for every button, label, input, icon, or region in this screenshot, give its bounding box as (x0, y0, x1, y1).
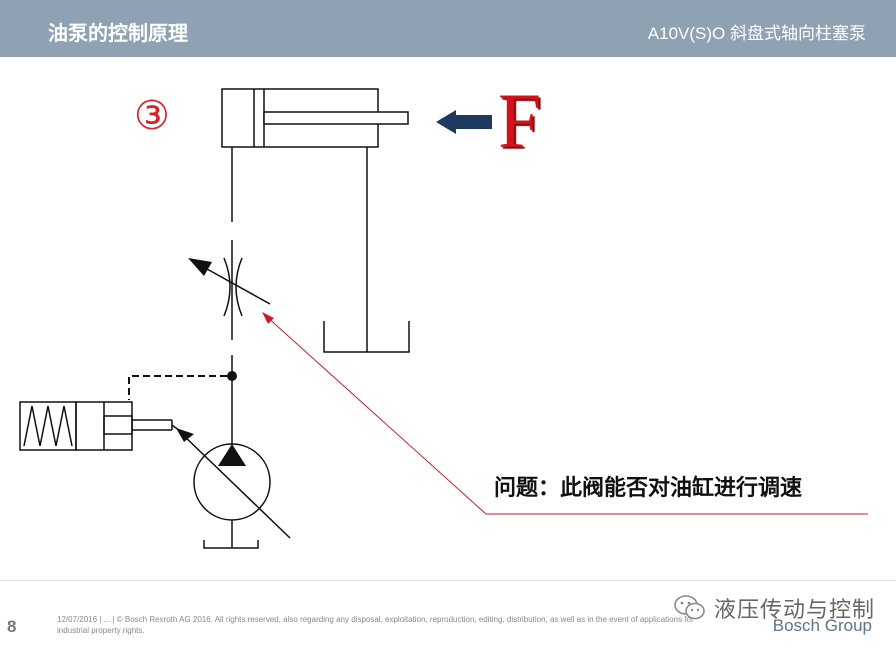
force-label: F (498, 77, 542, 164)
wechat-watermark: 液压传动与控制 (674, 592, 875, 624)
wechat-account-name: 液压传动与控制 (714, 598, 876, 623)
wechat-icon (674, 595, 705, 620)
page-title: 油泵的控制原理 (48, 21, 188, 45)
adjustable-throttle-valve (188, 257, 271, 317)
page-number: 8 (7, 617, 17, 636)
step-label: ③ (134, 93, 170, 139)
hydraulic-cylinder (221, 88, 409, 148)
piston-rod (263, 111, 409, 125)
pointer-line (262, 312, 868, 515)
force-arrow (436, 110, 492, 134)
tank-symbol (323, 321, 410, 353)
brand-group: Bosch Group (772, 616, 872, 635)
product-subtitle: A10V(S)O 斜盘式轴向柱塞泵 (647, 24, 866, 43)
copyright-text: 12/07/2016 | ... | © Bosch Rexroth AG 20… (57, 615, 694, 635)
variable-pump (176, 428, 291, 549)
question-text: 问题：此阀能否对油缸进行调速 (494, 476, 803, 501)
header-bar: 油泵的控制原理 A10V(S)O 斜盘式轴向柱塞泵 (0, 0, 896, 57)
spring-actuator (19, 401, 185, 451)
footer-divider (0, 580, 896, 581)
hydraulic-lines (231, 147, 368, 445)
pilot-line (128, 375, 227, 400)
junction-dot (227, 371, 237, 381)
